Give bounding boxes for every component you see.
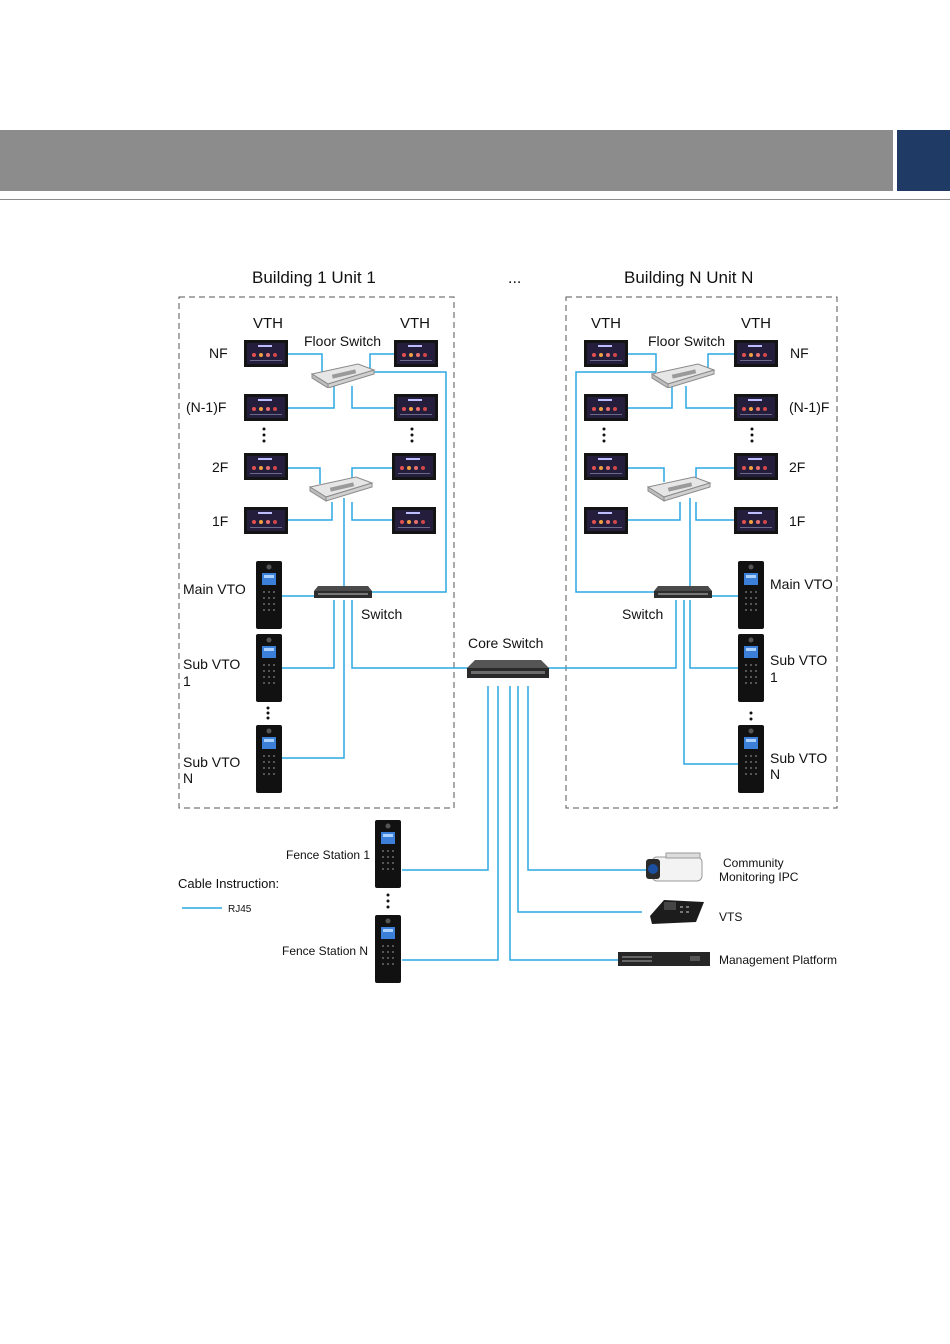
vth-b1-1f-right — [392, 507, 436, 534]
floor-switch-label-b1: Floor Switch — [304, 333, 381, 349]
floor-label-b1-nf: NF — [209, 345, 228, 361]
sub-vto-n-bn — [738, 725, 764, 793]
rj45-legend-label: RJ45 — [228, 904, 252, 915]
fence-station-n-label: Fence Station N — [282, 944, 368, 958]
switch-bn — [654, 586, 712, 598]
vts-label: VTS — [719, 910, 742, 924]
sub-vto-1-suffix-b1: 1 — [183, 673, 191, 689]
building-1-title: Building 1 Unit 1 — [252, 268, 376, 287]
floor-label-b1-1f: 1F — [212, 513, 228, 529]
fence-station-1 — [375, 820, 401, 888]
sub-vto-n-b1 — [256, 725, 282, 793]
building-1-boundary — [178, 296, 455, 809]
vth-label-b1-left: VTH — [253, 315, 283, 332]
floor-label-bn-1f: 1F — [789, 513, 805, 529]
cable-instruction-label: Cable Instruction: — [178, 876, 279, 891]
vth-b1-nf-right — [394, 340, 438, 367]
sub-vto-1-bn — [738, 634, 764, 702]
floor-switch-bn-top — [651, 363, 715, 388]
server-icon — [618, 952, 710, 966]
sub-vto-1-b1 — [256, 634, 282, 702]
rj45-cables — [182, 353, 738, 961]
building-n-title: Building N Unit N — [624, 268, 753, 287]
camera-icon — [646, 852, 703, 882]
sub-vto-n-suffix-b1: N — [183, 770, 193, 786]
switch-label-bn: Switch — [622, 606, 663, 622]
community-label-line2: Monitoring IPC — [719, 870, 799, 884]
vth-bn-n1f-left — [584, 394, 628, 421]
sub-vto-n-suffix-bn: N — [770, 766, 780, 782]
sub-vto-1-label-b1: Sub VTO — [183, 656, 240, 672]
core-switch — [467, 660, 549, 678]
main-vto-bn — [738, 561, 764, 629]
main-vto-b1 — [256, 561, 282, 629]
building-n-boundary — [565, 296, 838, 809]
sub-vto-n-label-bn: Sub VTO — [770, 750, 827, 766]
sub-vto-1-suffix-bn: 1 — [770, 669, 778, 685]
buildings-ellipsis: ... — [508, 270, 521, 287]
vts-console-icon — [650, 900, 704, 924]
vth-b1-nf-left — [244, 340, 288, 367]
floor-switch-label-bn: Floor Switch — [648, 333, 725, 349]
vth-bn-1f-right — [734, 507, 778, 534]
floor-label-bn-2f: 2F — [789, 459, 805, 475]
vth-label-b1-right: VTH — [400, 315, 430, 332]
vth-b1-1f-left — [244, 507, 288, 534]
vth-b1-2f-left — [244, 453, 288, 480]
switch-b1 — [314, 586, 372, 598]
floor-label-b1-n1f: (N-1)F — [186, 399, 226, 415]
vth-bn-nf-left — [584, 340, 628, 367]
header-accent-block — [897, 130, 950, 191]
community-label-line1: Community — [723, 856, 784, 870]
fence-station-n — [375, 915, 401, 983]
vth-label-bn-right: VTH — [741, 315, 771, 332]
sub-vto-1-label-bn: Sub VTO — [770, 652, 827, 668]
floor-label-bn-nf: NF — [790, 345, 809, 361]
main-vto-label-b1: Main VTO — [183, 581, 246, 597]
sub-vto-n-label-b1: Sub VTO — [183, 754, 240, 770]
ellipsis-dots — [262, 427, 754, 909]
fence-station-1-label: Fence Station 1 — [286, 848, 370, 862]
floor-label-bn-n1f: (N-1)F — [789, 399, 829, 415]
vth-b1-n1f-right — [394, 394, 438, 421]
vth-b1-2f-right — [392, 453, 436, 480]
switch-label-b1: Switch — [361, 606, 402, 622]
vth-b1-n1f-left — [244, 394, 288, 421]
core-switch-label: Core Switch — [468, 635, 543, 651]
floor-switch-bn-bottom — [647, 476, 711, 502]
vth-bn-nf-right — [734, 340, 778, 367]
main-vto-label-bn: Main VTO — [770, 576, 833, 592]
header-divider — [0, 199, 950, 200]
header-bar — [0, 130, 893, 191]
vth-bn-2f-left — [584, 453, 628, 480]
vth-bn-1f-left — [584, 507, 628, 534]
management-platform-label: Management Platform — [719, 953, 837, 967]
vth-bn-n1f-right — [734, 394, 778, 421]
vth-label-bn-left: VTH — [591, 315, 621, 332]
vth-bn-2f-right — [734, 453, 778, 480]
floor-label-b1-2f: 2F — [212, 459, 228, 475]
